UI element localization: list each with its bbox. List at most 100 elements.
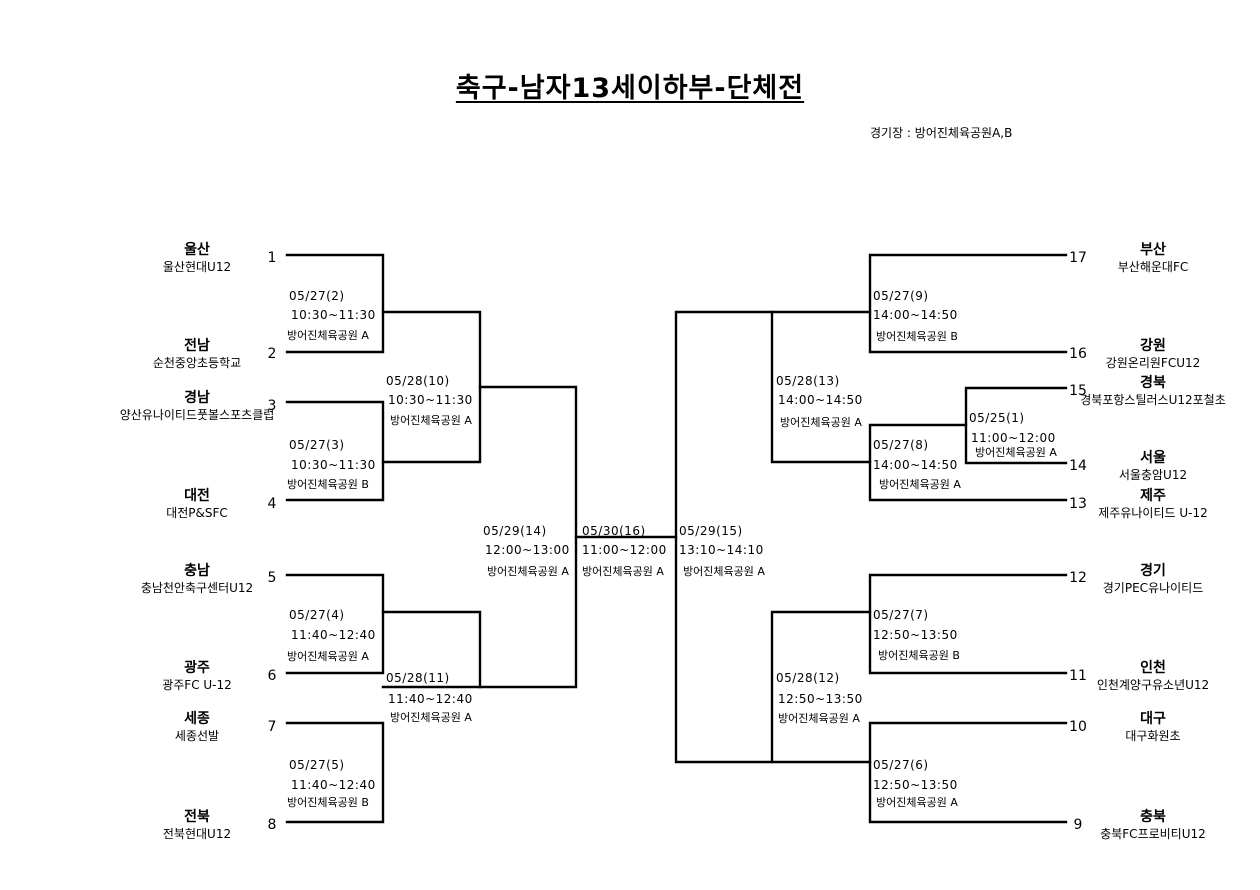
- seed-number: 2: [268, 346, 277, 362]
- team-jeonnam: 전남 순천중앙초등학교 2: [153, 337, 277, 370]
- bracket-line: [674, 310, 774, 764]
- team-region: 제주: [1140, 488, 1166, 504]
- match-date: 05/27(6): [873, 758, 929, 772]
- match-info: 05/27(2) 10:30~11:30 방어진체육공원 A: [287, 289, 375, 342]
- bracket-line: [868, 721, 1068, 824]
- match-date: 05/27(7): [873, 608, 929, 622]
- team-club: 강원온리원FCU12: [1106, 356, 1201, 370]
- match-time: 11:40~12:40: [388, 692, 473, 706]
- match-info: 05/27(7) 12:50~13:50 방어진체육공원 B: [873, 608, 960, 662]
- match-date: 05/28(11): [386, 671, 450, 685]
- team-club: 양산유나이티드풋볼스포츠클럽: [120, 408, 275, 422]
- team-club: 광주FC U-12: [162, 678, 232, 692]
- match-time: 12:50~13:50: [873, 628, 958, 642]
- match-time: 10:30~11:30: [291, 458, 376, 472]
- team-chungnam: 충남 충남천안축구센터U12 5: [141, 562, 277, 595]
- team-jeju: 제주 제주유나이티드 U-12 13: [1069, 488, 1208, 520]
- team-club: 인천계양구유소년U12: [1097, 677, 1209, 692]
- team-region: 경북: [1140, 374, 1166, 391]
- match-info: 05/29(15) 13:10~14:10 방어진체육공원 A: [679, 524, 765, 578]
- team-region: 세종: [184, 711, 210, 727]
- match-time: 14:00~14:50: [873, 458, 958, 472]
- match-venue: 방어진체육공원 A: [778, 712, 860, 725]
- match-time: 13:10~14:10: [679, 543, 764, 557]
- match-time: 12:50~13:50: [778, 692, 863, 706]
- team-region: 충남: [184, 562, 210, 579]
- team-club: 대구화원초: [1125, 729, 1180, 743]
- seed-number: 15: [1069, 383, 1087, 399]
- team-region: 대구: [1140, 711, 1166, 727]
- team-ulsan: 울산 울산현대U12 1: [163, 241, 277, 274]
- match-time: 11:00~12:00: [971, 431, 1056, 445]
- bracket-line: [868, 423, 1068, 502]
- match-venue: 방어진체육공원 A: [780, 416, 862, 429]
- team-daejeon: 대전 대전P&SFC 4: [166, 487, 276, 520]
- seed-number: 5: [268, 570, 277, 586]
- team-busan: 부산 부산해운대FC 17: [1069, 241, 1188, 274]
- team-club: 세종선발: [175, 729, 219, 743]
- team-region: 광주: [184, 659, 210, 676]
- team-gwangju: 광주 광주FC U-12 6: [162, 659, 276, 692]
- match-venue: 방어진체육공원 A: [683, 565, 765, 578]
- seed-number: 7: [268, 719, 277, 735]
- match-date: 05/28(13): [776, 374, 840, 388]
- match-date: 05/27(5): [289, 758, 345, 772]
- bracket-line: [868, 573, 1068, 675]
- match-date: 05/27(2): [289, 289, 345, 303]
- bracket-line: [285, 721, 385, 824]
- team-club: 대전P&SFC: [166, 506, 228, 520]
- seed-number: 14: [1069, 458, 1087, 474]
- seed-number: 16: [1069, 346, 1087, 362]
- bracket-line: [770, 610, 872, 764]
- match-date: 05/27(8): [873, 438, 929, 452]
- match-info: 05/25(1) 11:00~12:00 방어진체육공원 A: [969, 411, 1057, 459]
- team-region: 전남: [184, 337, 210, 354]
- match-time: 12:00~13:00: [485, 543, 570, 557]
- match-venue: 방어진체육공원 A: [876, 796, 958, 809]
- team-club: 울산현대U12: [163, 260, 231, 274]
- team-region: 경남: [184, 389, 210, 406]
- seed-number: 11: [1069, 668, 1087, 684]
- match-date: 05/30(16): [582, 524, 646, 538]
- bracket-line: [285, 253, 385, 354]
- match-info: 05/27(9) 14:00~14:50 방어진체육공원 B: [873, 289, 958, 343]
- match-date: 05/25(1): [969, 411, 1025, 425]
- team-region: 경기: [1140, 562, 1166, 579]
- match-time: 11:40~12:40: [291, 628, 376, 642]
- seed-number: 10: [1069, 719, 1087, 735]
- page-title: 축구-남자13세이하부-단체전: [455, 73, 805, 104]
- team-gyeonggi: 경기 경기PEC유나이티드 12: [1069, 562, 1203, 595]
- seed-number: 13: [1069, 496, 1087, 512]
- seed-number: 3: [268, 398, 277, 414]
- team-jeonbuk: 전북 전북현대U12 8: [163, 808, 277, 841]
- match-time: 11:00~12:00: [582, 543, 667, 557]
- match-date: 05/29(14): [483, 524, 547, 538]
- match-venue: 방어진체육공원 A: [879, 478, 961, 491]
- match-venue: 방어진체육공원 A: [390, 414, 472, 427]
- seed-number: 12: [1069, 570, 1087, 586]
- team-club: 제주유나이티드 U-12: [1098, 506, 1207, 520]
- team-region: 충북: [1140, 809, 1166, 825]
- match-time: 12:50~13:50: [873, 778, 958, 792]
- bracket-line: [285, 400, 385, 502]
- match-venue: 방어진체육공원 B: [876, 330, 958, 343]
- match-info: 05/27(8) 14:00~14:50 방어진체육공원 A: [873, 438, 961, 491]
- bracket-line: [868, 253, 1068, 354]
- match-date: 05/27(4): [289, 608, 345, 622]
- match-time: 14:00~14:50: [778, 393, 863, 407]
- match-info: 05/28(11) 11:40~12:40 방어진체육공원 A: [386, 671, 473, 724]
- match-date: 05/27(9): [873, 289, 929, 303]
- team-incheon: 인천 인천계양구유소년U12 11: [1069, 659, 1209, 692]
- match-info: 05/28(13) 14:00~14:50 방어진체육공원 A: [776, 374, 863, 429]
- match-date: 05/29(15): [679, 524, 743, 538]
- match-venue: 방어진체육공원 B: [878, 649, 960, 662]
- match-info: 05/28(12) 12:50~13:50 방어진체육공원 A: [776, 671, 863, 725]
- team-region: 전북: [184, 808, 210, 825]
- match-info: 05/29(14) 12:00~13:00 방어진체육공원 A: [483, 524, 570, 578]
- team-region: 강원: [1140, 337, 1166, 354]
- team-region: 부산: [1140, 241, 1166, 258]
- match-date: 05/28(12): [776, 671, 840, 685]
- team-region: 서울: [1140, 449, 1166, 466]
- team-club: 순천중앙초등학교: [153, 355, 241, 370]
